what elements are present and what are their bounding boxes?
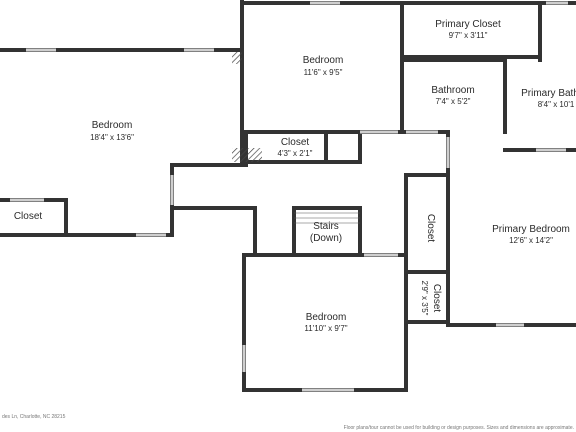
bedroom-top-name: Bedroom	[303, 55, 344, 66]
bedroom-top-dims: 11'6" x 9'5"	[304, 68, 343, 77]
hatch-areas	[232, 52, 262, 162]
bedroom-left-dims: 18'4" x 13'6"	[90, 133, 134, 142]
stair-treads	[294, 212, 360, 224]
stairs-label-line1: Stairs	[313, 221, 339, 232]
closet-small-dims: 4'3" x 2'1"	[278, 149, 313, 158]
disclaimer-footer: Floor plans/tour cannot be used for buil…	[344, 425, 574, 431]
closet-vertical-name: Closet	[425, 214, 436, 243]
windows	[10, 1, 568, 392]
primary-closet-dims: 9'7" x 3'11"	[449, 31, 488, 40]
walls	[0, 0, 576, 392]
primary-bath-dims: 8'4" x 10'1	[538, 100, 575, 109]
primary-bath-name: Primary Bath	[521, 88, 576, 99]
stairs-label-line2: (Down)	[310, 233, 342, 244]
address-footer: des Ln, Charlotte, NC 28215	[2, 414, 66, 420]
closet-vertical-small-dims: 2'9" x 3'5"	[420, 281, 429, 316]
bathroom-name: Bathroom	[431, 85, 474, 96]
closet-left-name: Closet	[14, 211, 43, 222]
primary-closet-name: Primary Closet	[435, 19, 501, 30]
bedroom-bottom-name: Bedroom	[306, 312, 347, 323]
bedroom-bottom-dims: 11'10" x 9'7"	[304, 324, 347, 333]
primary-bedroom-dims: 12'6" x 14'2"	[509, 236, 553, 245]
primary-bedroom-name: Primary Bedroom	[492, 224, 570, 235]
bathroom-dims: 7'4" x 5'2"	[436, 97, 471, 106]
bedroom-left-name: Bedroom	[92, 120, 133, 131]
closet-vertical-small-name: Closet	[431, 284, 442, 313]
closet-small-name: Closet	[281, 137, 310, 148]
